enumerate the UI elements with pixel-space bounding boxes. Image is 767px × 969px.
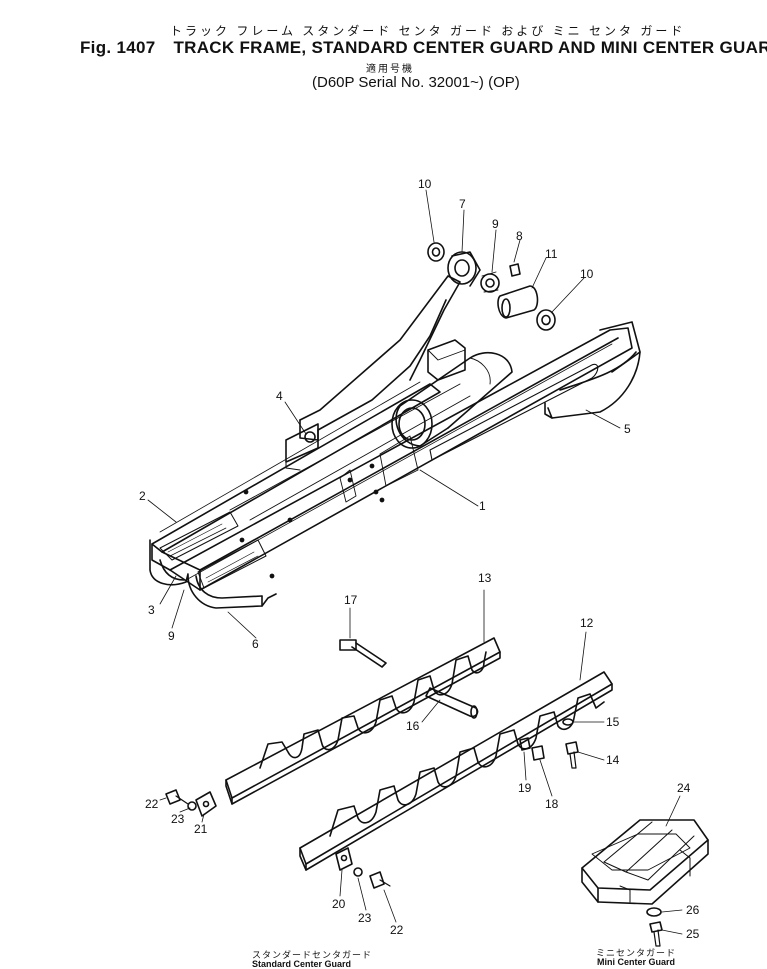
- callout-21: 21: [194, 822, 208, 836]
- callout-2: 2: [139, 489, 146, 503]
- mini-guard-caption: Mini Center Guard: [597, 957, 676, 967]
- callout-26: 26: [686, 903, 700, 917]
- standard-center-guard-part: [165, 637, 613, 889]
- callout-9-bottom: 9: [168, 629, 175, 643]
- standard-guard-caption-jp: スタンダードセンタガード: [252, 950, 373, 960]
- applicability-label: 適用号機: [366, 64, 414, 75]
- callout-15: 15: [606, 715, 620, 729]
- callout-9-top: 9: [492, 217, 499, 231]
- callout-13: 13: [478, 571, 492, 585]
- track-frame-part: [149, 251, 641, 609]
- callout-19: 19: [518, 781, 532, 795]
- callout-17: 17: [344, 593, 358, 607]
- callout-23-bottom: 23: [358, 911, 372, 925]
- callout-3: 3: [148, 603, 155, 617]
- standard-guard-caption: Standard Center Guard: [252, 959, 352, 969]
- callout-12: 12: [580, 616, 594, 630]
- japanese-title: トラック フレーム スタンダード センタ ガード および ミニ センタ ガード: [170, 24, 686, 38]
- callout-7: 7: [459, 197, 466, 211]
- leader-lines: [147, 189, 683, 935]
- callout-10-right: 10: [580, 267, 594, 281]
- callout-5: 5: [624, 422, 631, 436]
- callout-8: 8: [516, 229, 523, 243]
- figure-label: Fig. 1407: [80, 38, 156, 57]
- callout-16: 16: [406, 719, 420, 733]
- callout-25: 25: [686, 927, 700, 941]
- callout-24: 24: [677, 781, 691, 795]
- callout-4: 4: [276, 389, 283, 403]
- callout-20: 20: [332, 897, 346, 911]
- callout-22-bottom: 22: [390, 923, 404, 937]
- callout-23-left: 23: [171, 812, 185, 826]
- mini-guard-caption-jp: ミニセンタガード: [596, 948, 677, 958]
- figure-title-line: Fig. 1407 TRACK FRAME, STANDARD CENTER GU…: [80, 38, 767, 58]
- callout-labels: 10 7 9 8 11 10 4 5 2 1 3 9 6 13 17 12 15…: [139, 177, 700, 941]
- callout-1: 1: [479, 499, 486, 513]
- figure-title: TRACK FRAME, STANDARD CENTER GUARD AND M…: [173, 38, 767, 57]
- callout-6: 6: [252, 637, 259, 651]
- callout-22-left: 22: [145, 797, 159, 811]
- callout-11: 11: [545, 247, 558, 261]
- arm-pin-parts: [427, 242, 556, 331]
- callout-14: 14: [606, 753, 620, 767]
- serial-range: (D60P Serial No. 32001~) (OP): [312, 74, 520, 91]
- mini-center-guard-part: [581, 819, 709, 947]
- callout-18: 18: [545, 797, 559, 811]
- callout-10-top: 10: [418, 177, 432, 191]
